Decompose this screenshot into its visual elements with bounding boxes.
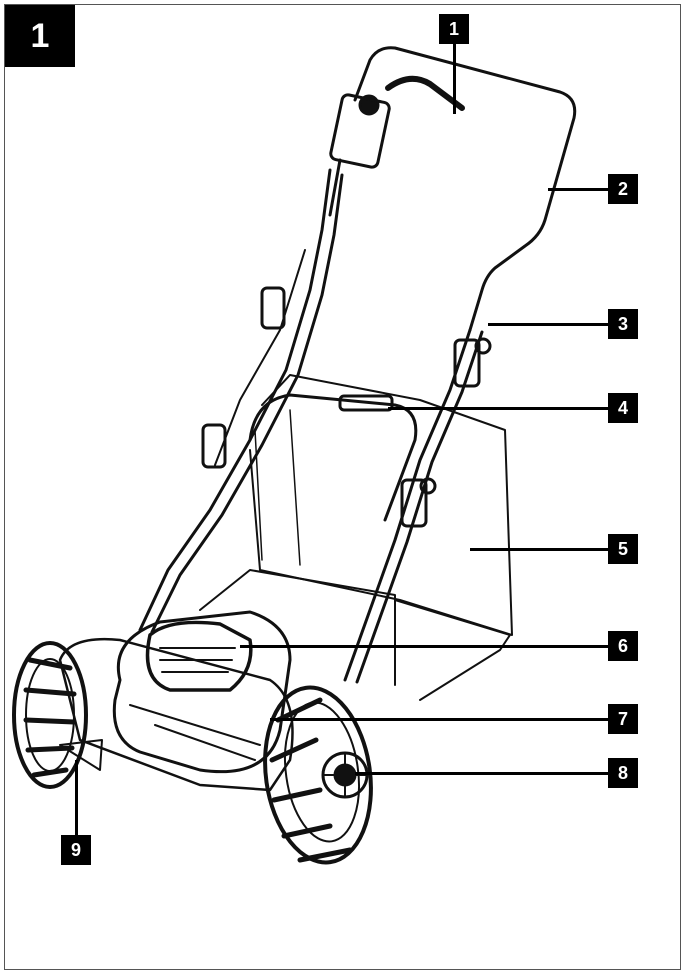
left-wheel — [12, 641, 88, 789]
switch-box — [329, 93, 391, 169]
leader-line-1 — [453, 36, 456, 114]
leader-line-5 — [470, 548, 608, 551]
lower-left-clamp — [201, 423, 227, 469]
callout-4: 4 — [608, 393, 638, 423]
callout-6: 6 — [608, 631, 638, 661]
upper-right-clamp — [453, 338, 481, 388]
motor-housing — [112, 610, 292, 774]
upper-handle-bar — [353, 46, 577, 332]
cable — [214, 249, 306, 466]
leader-line-9 — [75, 760, 78, 835]
leader-line-2 — [548, 188, 608, 191]
battery-pack — [145, 620, 253, 692]
callout-3: 3 — [608, 309, 638, 339]
callout-7: 7 — [608, 704, 638, 734]
figure-number-tab: 1 — [5, 5, 75, 67]
bag-carry-handle — [338, 394, 394, 412]
callout-9: 9 — [61, 835, 91, 865]
leader-line-7 — [270, 718, 608, 721]
lower-right-clamp — [400, 478, 428, 528]
left-handle-tube — [138, 168, 332, 632]
blade-cover — [59, 739, 103, 771]
leader-line-8 — [355, 772, 608, 775]
callout-8: 8 — [608, 758, 638, 788]
grass-bag — [249, 374, 513, 636]
callout-5: 5 — [608, 534, 638, 564]
right-wheel — [263, 685, 373, 865]
leader-line-3 — [488, 323, 608, 326]
figure-frame — [4, 4, 681, 970]
right-handle-tube — [343, 328, 472, 682]
leader-line-4 — [388, 407, 608, 410]
callout-2: 2 — [608, 174, 638, 204]
switch-lever — [385, 75, 465, 111]
mower-deck — [58, 638, 294, 792]
callout-1: 1 — [439, 14, 469, 44]
leader-line-6 — [240, 645, 608, 648]
upper-left-clamp — [260, 286, 286, 330]
grass-bag-frame — [248, 393, 418, 522]
